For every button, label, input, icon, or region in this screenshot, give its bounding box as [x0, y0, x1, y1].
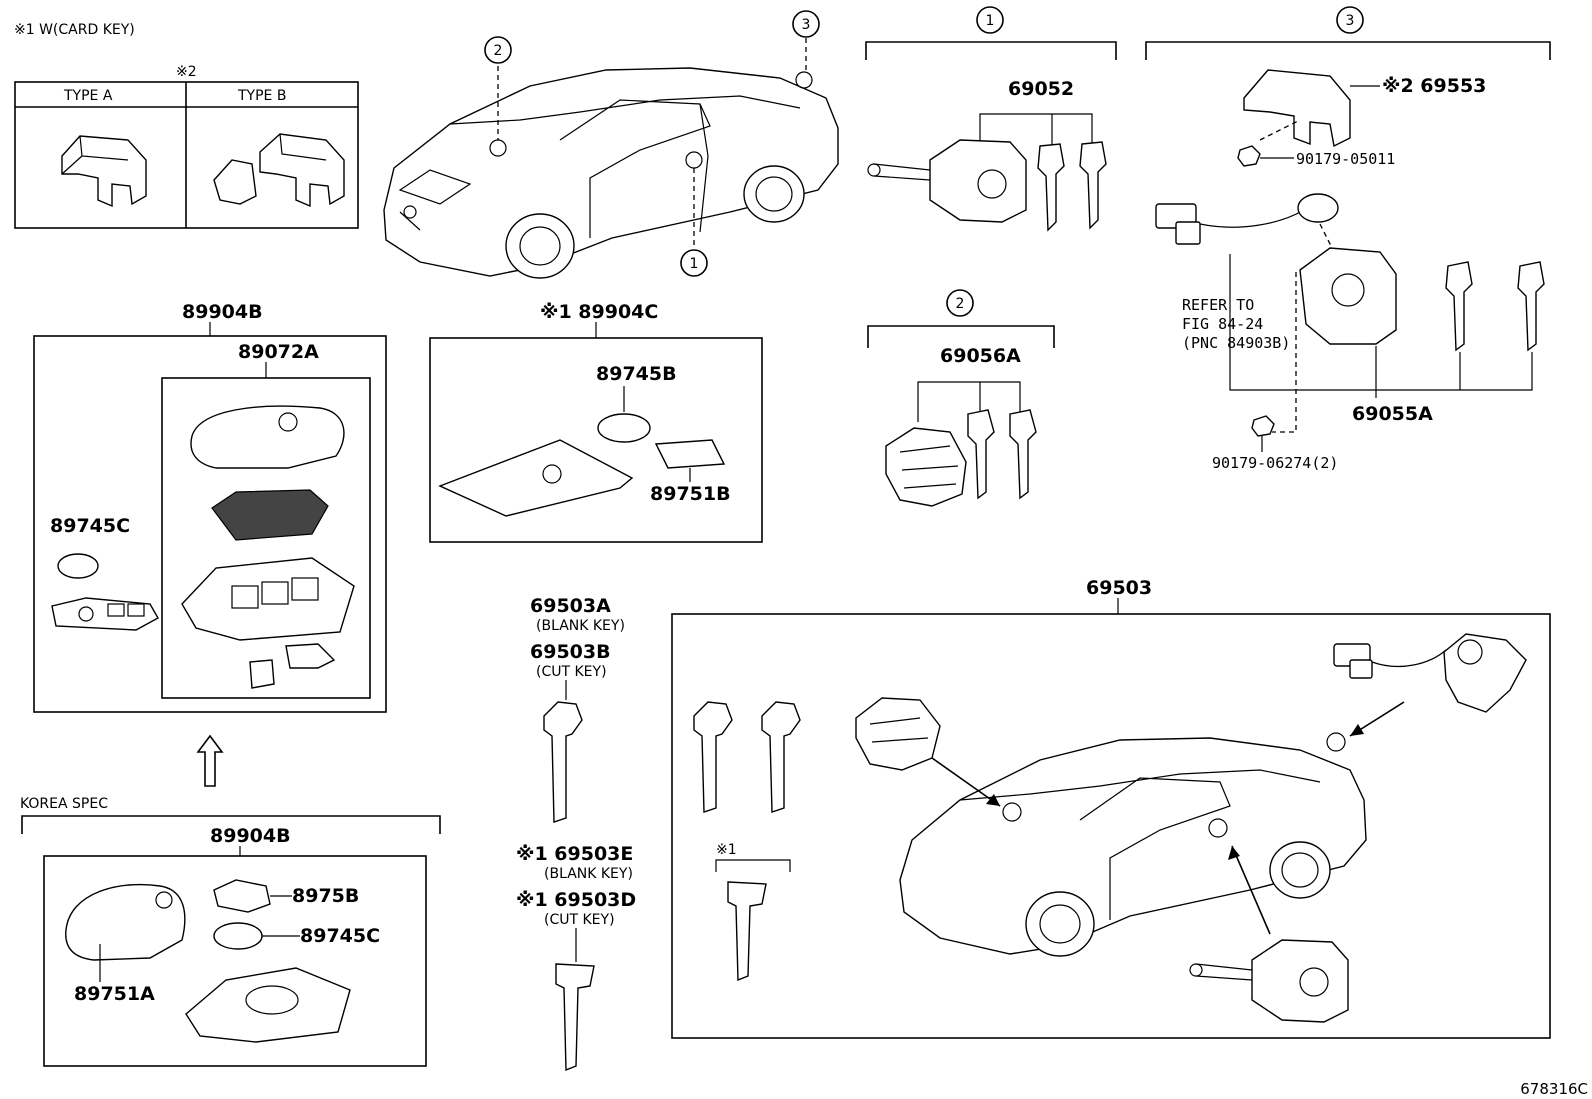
note-2-label: ※2	[176, 64, 197, 80]
car-overview-drawing	[383, 38, 839, 279]
key-1-part-number: 69503A	[530, 595, 611, 617]
group-2-part-number: 69056A	[940, 345, 1021, 367]
key-blade-2-drawing	[555, 928, 595, 1072]
set-ignition-cylinder-drawing	[1189, 939, 1349, 1023]
card-key-drawing	[438, 413, 726, 517]
figure-id: 678316C	[1520, 1080, 1588, 1098]
svg-text:1: 1	[690, 256, 699, 272]
set-box	[671, 613, 1551, 1039]
remote-outer-box	[33, 335, 387, 713]
korea-battery-part-number: 89745C	[300, 925, 380, 947]
key-3-note: (BLANK KEY)	[544, 866, 633, 882]
key-4-part-number: ※1 69503D	[516, 889, 636, 911]
group-2-circle: 2	[956, 296, 965, 312]
refer-line-2: FIG 84-24	[1182, 315, 1263, 333]
key-blade-1-drawing	[543, 680, 583, 823]
remote-key-drawing	[181, 405, 355, 689]
key-2-part-number: 69503B	[530, 641, 611, 663]
door-cylinder-2-drawing	[885, 381, 1037, 507]
group-1-circle: 1	[986, 13, 995, 29]
remote-outer-part-number: 89904B	[182, 301, 263, 323]
ignition-cylinder-1-drawing	[867, 113, 1107, 232]
group-1-bracket	[865, 6, 1117, 60]
type-table	[14, 81, 359, 229]
svg-text:3: 3	[802, 17, 811, 33]
set-door-cylinder-drawing	[855, 697, 941, 771]
bolt-2-part-number: 90179-06274(2)	[1212, 454, 1338, 472]
refer-line-3: (PNC 84903B)	[1182, 334, 1290, 352]
bolt-1-part-number: 90179-05011	[1296, 150, 1395, 168]
svg-text:2: 2	[494, 43, 503, 59]
assembly-part-number: 69055A	[1352, 403, 1433, 425]
cover-type-a-drawing	[61, 135, 147, 208]
cover-69553-drawing	[1243, 69, 1380, 148]
set-note-1-bracket	[715, 859, 791, 872]
group-3-bracket	[1145, 6, 1551, 60]
card-outer-part-number: ※1 89904C	[540, 301, 658, 323]
card-battery-part-number: 89745B	[596, 363, 677, 385]
korea-case-part-number: 89751A	[74, 983, 155, 1005]
ignition-switch-3-drawing	[1299, 247, 1545, 352]
up-arrow-icon	[196, 734, 224, 787]
set-part-number: 69503	[1086, 577, 1152, 599]
key-1-note: (BLANK KEY)	[536, 618, 625, 634]
set-keys-drawing	[693, 701, 801, 813]
remote-inner-box	[161, 377, 371, 699]
cover-type-b-drawing	[213, 133, 345, 208]
korea-key-drawing	[65, 879, 351, 1043]
korea-bracket	[21, 815, 441, 834]
key-3-part-number: ※1 69503E	[516, 843, 633, 865]
remote-inner-part-number: 89072A	[238, 341, 319, 363]
set-note-1-label: ※1	[716, 842, 737, 858]
set-card-key-blade-drawing	[727, 881, 767, 982]
group-1-part-number: 69052	[1008, 78, 1074, 100]
group-2-bracket	[867, 289, 1055, 348]
connector-harness-drawing	[1155, 193, 1339, 257]
type-b-label: TYPE B	[237, 88, 286, 104]
korea-outer-part-number: 89904B	[210, 825, 291, 847]
card-box	[429, 337, 763, 543]
set-car-drawing	[899, 732, 1367, 957]
cover-part-number: ※2 69553	[1382, 75, 1486, 97]
card-sheet-part-number: 89751B	[650, 483, 731, 505]
key-4-note: (CUT KEY)	[544, 912, 615, 928]
type-a-label: TYPE A	[63, 88, 113, 104]
bolt-1-drawing	[1237, 119, 1301, 167]
group-3-circle: 3	[1346, 13, 1355, 29]
card-key-note: ※1 W(CARD KEY)	[14, 22, 135, 38]
remote-battery-drawing	[51, 553, 159, 631]
set-ignition-switch-drawing	[1333, 633, 1527, 713]
bolt-2-drawing	[1251, 415, 1275, 452]
key-2-note: (CUT KEY)	[536, 664, 607, 680]
refer-line-1: REFER TO	[1182, 296, 1254, 314]
circle-callout-2-car: 2	[484, 36, 512, 64]
korea-spec-label: KOREA SPEC	[20, 796, 108, 812]
circle-callout-1-car: 1	[680, 249, 708, 277]
group-3-leader-lines	[1229, 254, 1533, 433]
set-arrows	[931, 701, 1405, 935]
korea-box	[43, 855, 427, 1067]
korea-cover-part-number: 8975B	[292, 885, 359, 907]
remote-battery-part-number: 89745C	[50, 515, 130, 537]
circle-callout-3-car: 3	[792, 10, 820, 38]
